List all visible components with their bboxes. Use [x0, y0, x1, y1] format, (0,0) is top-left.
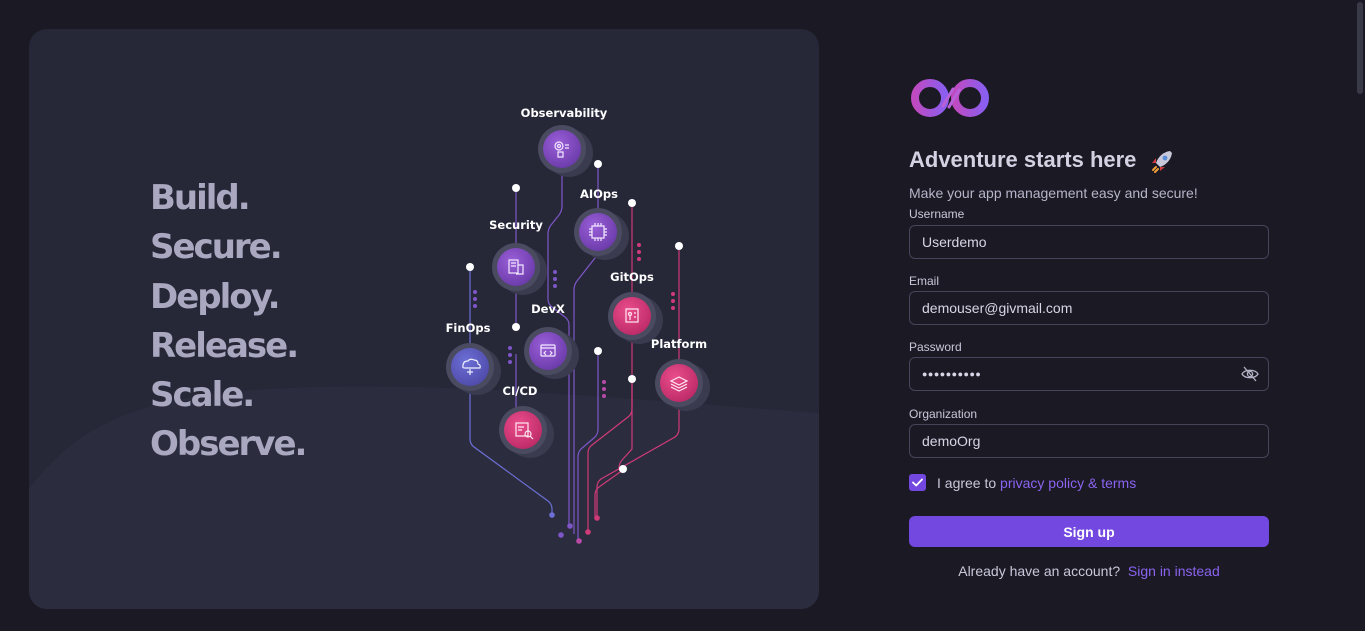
dot-indicators: [473, 243, 675, 398]
node-gitops: GitOps: [608, 270, 663, 344]
svg-text:Platform: Platform: [651, 337, 707, 351]
node-cicd: CI/CD: [499, 384, 554, 458]
username-field-box: [909, 225, 1269, 259]
password-field-box: [909, 357, 1269, 391]
organization-input[interactable]: [922, 425, 1232, 457]
chip-icon: [589, 223, 607, 241]
page-title: Adventure starts here: [909, 147, 1175, 174]
endpoint-dots: [549, 512, 600, 544]
organization-label: Organization: [909, 407, 978, 421]
node-security: Security: [489, 218, 547, 295]
cicd-icon: [515, 422, 534, 440]
tagline: Build. Secure. Deploy. Release. Scale. O…: [150, 174, 307, 470]
tagline-deploy: Deploy.: [150, 276, 281, 317]
connector-lines: [469, 164, 680, 541]
tagline-secure: Secure.: [150, 227, 283, 268]
username-input[interactable]: [922, 226, 1232, 258]
privacy-policy-link[interactable]: privacy policy & terms: [1000, 475, 1137, 491]
svg-text:Observability: Observability: [521, 106, 608, 120]
tagline-observe: Observe.: [150, 424, 307, 465]
username-label: Username: [909, 207, 965, 221]
page-scrollbar[interactable]: [1356, 0, 1364, 631]
node-finops: FinOps: [446, 321, 501, 395]
finops-icon: [462, 358, 481, 375]
scrollbar-thumb[interactable]: [1357, 2, 1363, 94]
email-label: Email: [909, 274, 940, 288]
junction-dots: [466, 160, 683, 473]
email-field-box: [909, 291, 1269, 325]
security-icon: [508, 259, 524, 275]
svg-text:FinOps: FinOps: [446, 321, 491, 335]
checkmark-icon: [912, 478, 923, 487]
observability-icon: [554, 141, 569, 158]
brand-logo-icon: [911, 79, 989, 117]
svg-text:DevX: DevX: [531, 302, 565, 316]
gitops-icon: [625, 308, 639, 323]
tagline-build: Build.: [150, 178, 251, 218]
eye-off-icon[interactable]: [1241, 366, 1259, 382]
tagline-release: Release.: [150, 325, 299, 366]
svg-text:CI/CD: CI/CD: [503, 384, 538, 398]
platform-icon: [669, 376, 689, 392]
svg-text:Security: Security: [489, 218, 543, 232]
terms-agreement: I agree to privacy policy & terms: [909, 474, 1269, 492]
terms-checkbox[interactable]: [909, 474, 926, 491]
email-input[interactable]: [922, 292, 1232, 324]
tagline-scale: Scale.: [150, 375, 255, 416]
password-label: Password: [909, 340, 962, 354]
signin-row: Already have an account? Sign in instead: [909, 563, 1269, 579]
node-observability: Observability: [521, 106, 608, 177]
svg-text:AIOps: AIOps: [580, 187, 618, 201]
node-aiops: AIOps: [574, 187, 629, 260]
terms-agree-text: I agree to: [937, 475, 997, 491]
hero-panel: Build. Secure. Deploy. Release. Scale. O…: [29, 29, 819, 609]
node-devx: DevX: [524, 302, 579, 379]
devops-diagram: Observability AIOps Security: [446, 106, 710, 544]
hero-wave-shape: [29, 386, 819, 609]
password-input[interactable]: [922, 358, 1232, 390]
svg-text:GitOps: GitOps: [610, 270, 654, 284]
have-account-text: Already have an account?: [958, 563, 1121, 579]
page-subtitle: Make your app management easy and secure…: [909, 185, 1198, 201]
code-window-icon: [540, 344, 556, 357]
node-platform: Platform: [651, 337, 710, 411]
signup-button[interactable]: Sign up: [909, 516, 1269, 547]
rocket-icon: [1151, 151, 1172, 174]
signin-link[interactable]: Sign in instead: [1127, 563, 1220, 579]
organization-field-box: [909, 424, 1269, 458]
